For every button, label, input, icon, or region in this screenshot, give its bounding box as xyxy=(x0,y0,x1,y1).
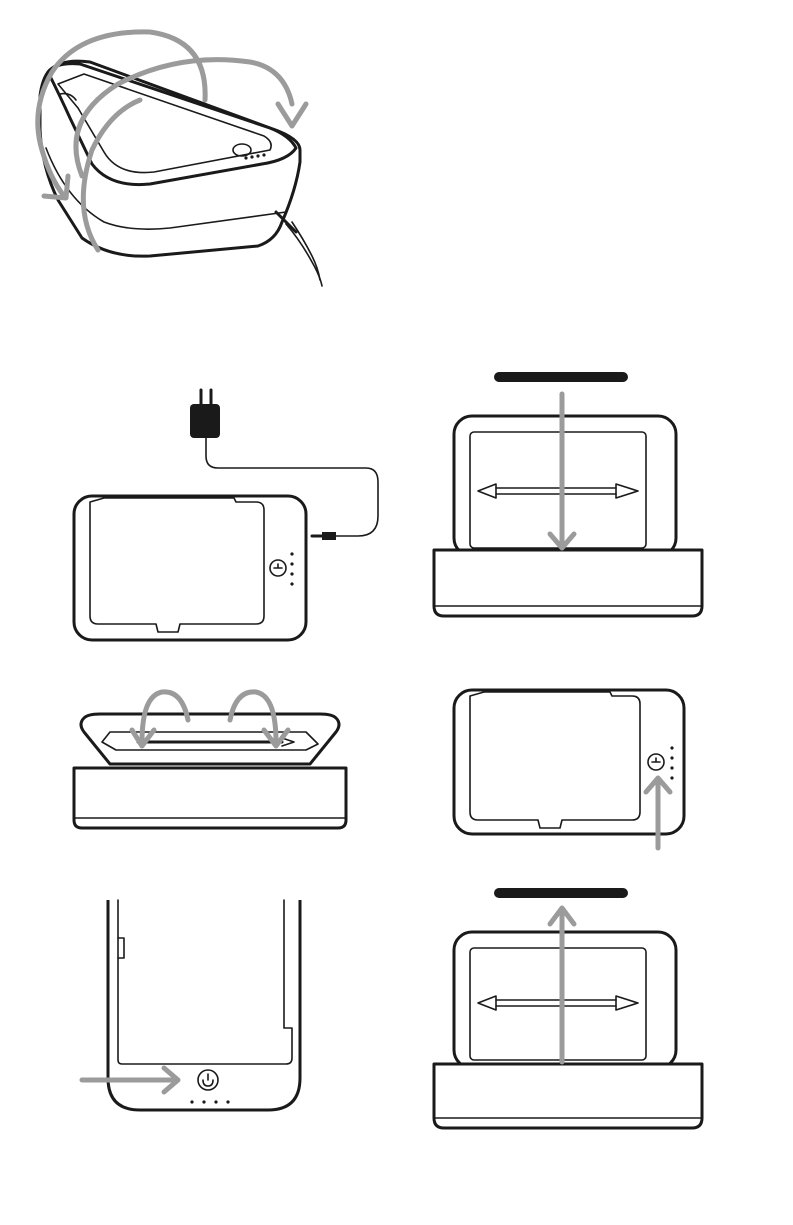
power-adapter-connection-icon xyxy=(60,390,390,650)
flip-items-icon xyxy=(70,690,350,830)
lift-lid-icon xyxy=(432,886,712,1134)
power-button-press-icon xyxy=(448,684,698,850)
insert-phone-icon xyxy=(80,898,310,1118)
lid-on-base-icon xyxy=(432,370,712,622)
sanitizer-case-rotation-icon xyxy=(0,0,380,300)
